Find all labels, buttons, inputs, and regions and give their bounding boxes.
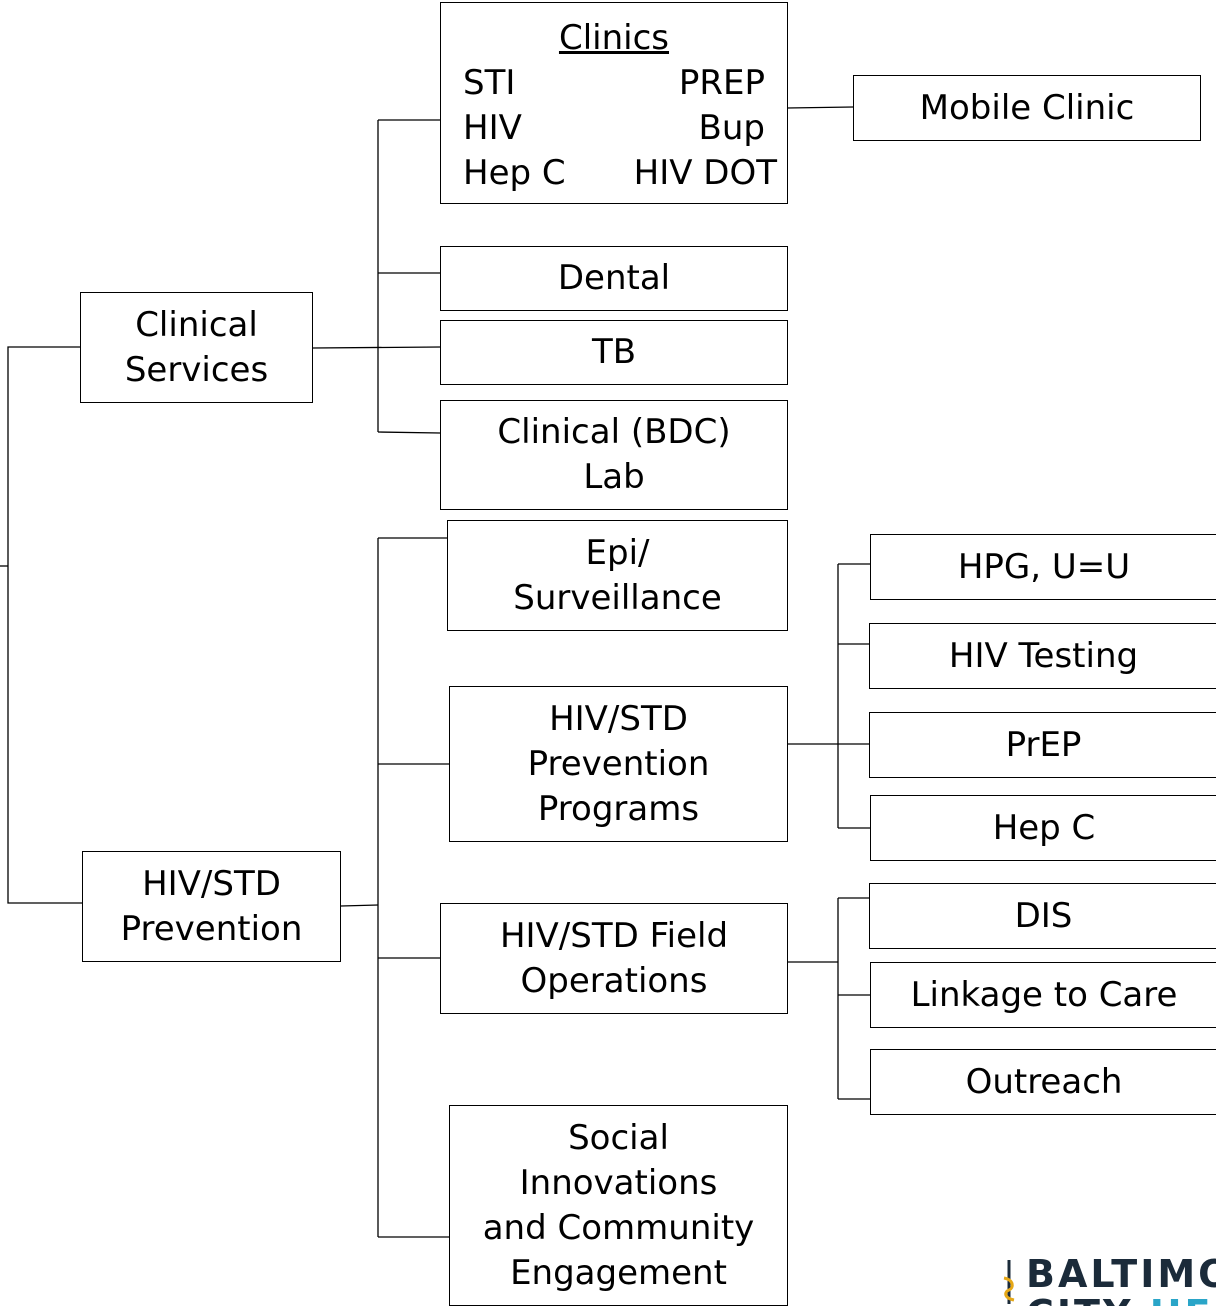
logo-line2: CITY HEALTH	[1026, 1292, 1216, 1306]
clinics-item-hep-c: Hep C	[463, 153, 566, 193]
hpg-box: HPG, U=U	[870, 534, 1216, 600]
clinics-item-hiv-dot: HIV DOT	[633, 153, 777, 193]
social-innovations-line2: Innovations	[519, 1162, 718, 1203]
logo-line2-city: CITY	[1026, 1292, 1133, 1306]
clinics-box: Clinics STI PREP HIV Bup Hep C HIV DOT	[440, 2, 788, 204]
hiv-testing-box: HIV Testing	[869, 623, 1216, 689]
outreach-box: Outreach	[870, 1049, 1216, 1115]
epi-surveillance-line2: Surveillance	[513, 577, 722, 618]
social-innovations-box: Social Innovations and Community Engagem…	[449, 1105, 788, 1306]
clinical-services-line1: Clinical	[135, 304, 258, 345]
dis-label: DIS	[1014, 895, 1073, 936]
dental-box: Dental	[440, 246, 788, 311]
clinics-row-2: HIV Bup	[441, 106, 787, 151]
mobile-clinic-label: Mobile Clinic	[919, 87, 1135, 128]
social-innovations-line3: and Community	[482, 1207, 755, 1248]
hep-c-label: Hep C	[992, 807, 1096, 848]
hiv-std-prevention-box: HIV/STD Prevention	[82, 851, 341, 962]
prep-label: PrEP	[1005, 724, 1082, 765]
clinical-lab-line2: Lab	[583, 457, 645, 497]
clinics-item-bup: Bup	[698, 108, 765, 148]
clinics-row-3: Hep C HIV DOT	[441, 151, 787, 196]
social-innovations-line1: Social	[568, 1117, 669, 1158]
prevention-programs-line1: HIV/STD	[549, 698, 688, 739]
hep-c-box: Hep C	[870, 795, 1216, 861]
hiv-std-prevention-line2: Prevention	[120, 908, 303, 949]
prevention-connector	[340, 904, 379, 907]
clinical-services-line2: Services	[124, 349, 269, 390]
clinics-item-hiv: HIV	[463, 108, 522, 148]
tb-label: TB	[591, 332, 637, 372]
mobile-clinic-connector	[786, 106, 854, 109]
prep-box: PrEP	[869, 712, 1216, 778]
dental-label: Dental	[557, 258, 671, 298]
hiv-std-prevention-line1: HIV/STD	[142, 863, 281, 904]
clinical-lab-box: Clinical (BDC) Lab	[440, 400, 788, 510]
outreach-label: Outreach	[965, 1061, 1123, 1102]
tb-box: TB	[440, 320, 788, 385]
field-operations-line2: Operations	[520, 960, 708, 1001]
hiv-testing-label: HIV Testing	[948, 635, 1139, 676]
baltimore-city-health-logo: BALTIMORE CITY HEALTH	[1000, 1252, 1216, 1306]
clinics-title: Clinics	[558, 18, 670, 58]
logo-line2-health: HEALTH	[1150, 1292, 1216, 1306]
clinical-services-connector	[312, 346, 441, 349]
hpg-label: HPG, U=U	[957, 546, 1131, 587]
clinics-item-sti: STI	[463, 63, 516, 103]
dis-box: DIS	[869, 883, 1216, 949]
linkage-to-care-box: Linkage to Care	[870, 962, 1216, 1028]
linkage-to-care-label: Linkage to Care	[910, 974, 1178, 1015]
prevention-programs-line3: Programs	[537, 788, 700, 829]
logo-line1: BALTIMORE	[1026, 1252, 1216, 1296]
lab-connector	[377, 431, 441, 434]
epi-surveillance-box: Epi/ Surveillance	[447, 520, 788, 631]
field-operations-line1: HIV/STD Field	[499, 915, 729, 956]
logo-mark-icon	[1003, 1260, 1015, 1304]
mobile-clinic-box: Mobile Clinic	[853, 75, 1201, 141]
clinical-services-box: Clinical Services	[80, 292, 313, 403]
clinics-item-prep: PREP	[678, 63, 765, 103]
root-connector	[7, 346, 82, 904]
clinical-lab-line1: Clinical (BDC)	[497, 412, 731, 452]
epi-surveillance-line1: Epi/	[585, 532, 650, 573]
prevention-programs-box: HIV/STD Prevention Programs	[449, 686, 788, 842]
clinics-row-1: STI PREP	[441, 61, 787, 106]
field-operations-box: HIV/STD Field Operations	[440, 903, 788, 1014]
prevention-programs-line2: Prevention	[527, 743, 710, 784]
social-innovations-line4: Engagement	[510, 1252, 727, 1293]
